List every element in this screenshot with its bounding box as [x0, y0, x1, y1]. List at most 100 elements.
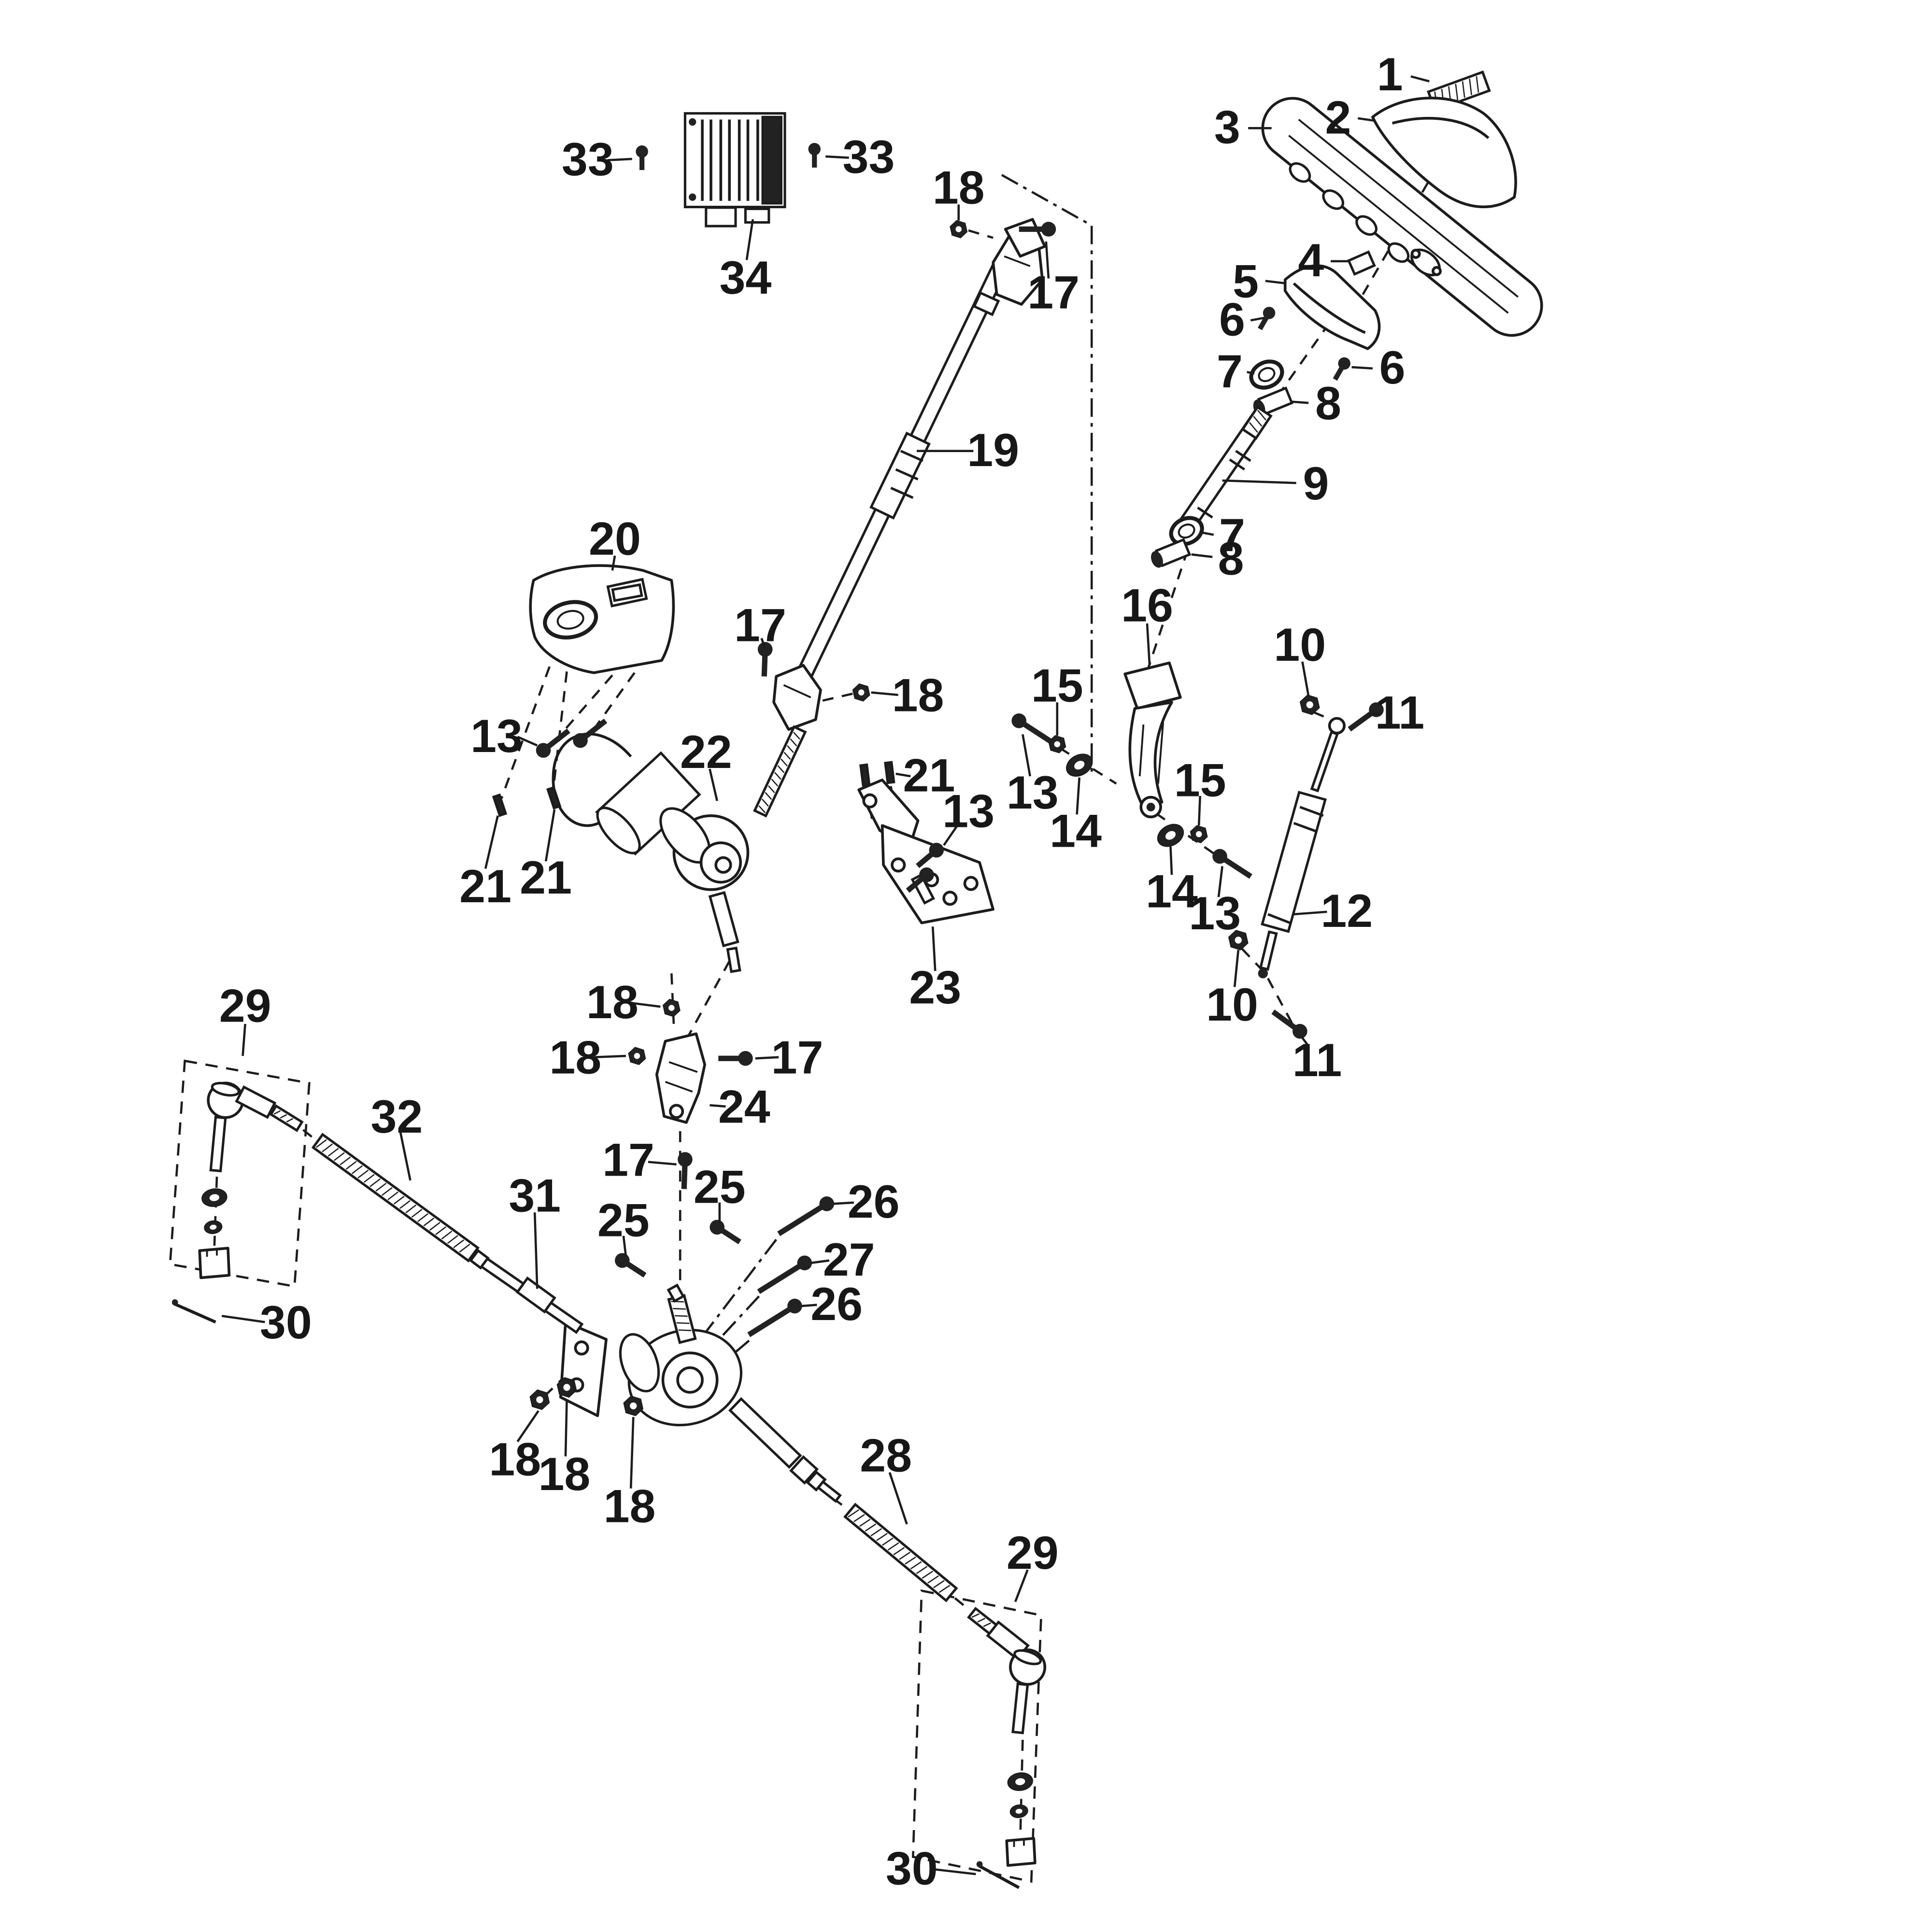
upper-ujoint-line	[1004, 255, 1031, 267]
ecu-screw-left	[636, 145, 648, 170]
tie-rod-right	[843, 1503, 958, 1603]
callout-1: 1	[1377, 48, 1430, 100]
fork-washer-right	[1157, 824, 1184, 847]
tierod-left-washer-1	[201, 1188, 227, 1207]
callout-label: 29	[1007, 1526, 1059, 1579]
callout-label: 29	[219, 980, 271, 1032]
cover-screw-a	[1257, 307, 1276, 330]
cover-bolt-1	[536, 728, 570, 758]
callout-label: 10	[1206, 978, 1258, 1031]
eps-housing-hub	[714, 856, 732, 874]
axis-lower-joint-nut-dashed	[820, 692, 853, 702]
callout-label: 26	[810, 1278, 863, 1330]
callout-label: 14	[1050, 804, 1102, 857]
callout-11: 11	[1367, 686, 1424, 739]
callout-2: 2	[1325, 91, 1376, 143]
callout-17: 17	[734, 598, 786, 651]
callout-10: 10	[1274, 618, 1326, 696]
callout-label: 32	[371, 1090, 423, 1143]
callout-label: 4	[1298, 234, 1324, 286]
callout-26: 26	[833, 1175, 900, 1228]
callout-label: 19	[967, 424, 1019, 476]
ecu-tab-2	[744, 207, 770, 224]
fork-bolt-left	[1011, 713, 1051, 743]
bracket-stud-2	[884, 761, 895, 784]
callout-12: 12	[1293, 884, 1373, 937]
callout-10: 10	[1206, 950, 1258, 1031]
callout-6: 6	[1351, 341, 1406, 394]
fork-bolt-right	[1212, 849, 1252, 879]
bracket-hole-1	[891, 857, 906, 873]
leader-line	[1250, 316, 1264, 322]
eps-output-shaft	[708, 891, 739, 948]
callout-3: 3	[1214, 101, 1272, 154]
callout-label: 23	[909, 961, 961, 1013]
leader-line	[710, 1104, 726, 1108]
joint24-nut-top	[662, 998, 681, 1017]
leader-line	[1247, 371, 1255, 375]
tierod-right-castle-nut	[1005, 1837, 1037, 1867]
leader-line	[242, 1023, 246, 1056]
column-cover-slot-inner	[611, 583, 643, 602]
tierod-right-washer-2	[1009, 1804, 1028, 1818]
leader-line	[1014, 1569, 1029, 1603]
sleeve-rib-1	[900, 450, 923, 462]
tierod-right-washer-1	[1007, 1772, 1033, 1791]
leader-line	[1217, 866, 1223, 897]
column-seal-lower	[1169, 516, 1204, 546]
cover-screw-line-3	[552, 674, 613, 744]
callout-label: 21	[520, 851, 572, 904]
column-cover-hole	[543, 600, 598, 639]
joint24-bolt-right	[718, 1051, 753, 1066]
callout-13: 13	[470, 710, 538, 762]
upper-joint-bolt	[1019, 222, 1056, 237]
intermediate-shaft-sleeve	[869, 431, 931, 520]
wheel-grip-hole-2	[1322, 189, 1345, 210]
leader-line	[833, 1201, 854, 1205]
cover-screw-line-2	[552, 671, 568, 790]
leader-line	[1293, 910, 1327, 916]
cover-stud-2	[546, 786, 562, 810]
leader-line	[932, 1868, 976, 1875]
callout-14: 14	[1146, 846, 1198, 917]
fork-nut-left	[1048, 735, 1066, 753]
cotter-pin-left	[173, 1302, 216, 1324]
bracket-hole-4	[963, 876, 979, 891]
callout-label: 26	[848, 1175, 900, 1228]
leader-line	[943, 821, 961, 846]
damper-bottom-bolt	[1271, 1009, 1307, 1039]
callout-label: 7	[1219, 509, 1245, 561]
leader-line	[810, 1259, 830, 1264]
leader-line	[1367, 712, 1380, 716]
axis-damper-bolt-dashed	[1266, 978, 1295, 1027]
callout-label: 3	[1214, 101, 1240, 154]
damper-ring-2	[1293, 822, 1318, 833]
column-bushing-lower-end	[1151, 551, 1163, 568]
gearbox-nut-1	[529, 1389, 550, 1410]
leader-line	[544, 809, 556, 862]
leader-line	[1233, 950, 1240, 987]
fork-bracket-body	[1128, 701, 1173, 811]
callout-32: 32	[371, 1090, 423, 1181]
leader-line	[517, 736, 538, 747]
callout-label: 17	[771, 1031, 824, 1084]
output-rod	[816, 1480, 842, 1503]
cover-screw-b	[1333, 357, 1350, 381]
ecu-dark-band	[761, 115, 782, 205]
inner-rod-left-nub	[469, 1249, 490, 1270]
callout-label: 11	[1375, 686, 1424, 739]
callout-label: 18	[549, 1031, 601, 1084]
leader-line	[1197, 796, 1201, 826]
callout-34: 34	[719, 219, 771, 304]
callout-33: 33	[562, 133, 632, 185]
damper-body	[1261, 791, 1327, 933]
shaft-collar-top	[972, 291, 1000, 316]
leader-line	[871, 691, 898, 696]
callout-label: 13	[1007, 766, 1059, 819]
callout-label: 30	[886, 1842, 938, 1894]
callout-15: 15	[1031, 659, 1083, 736]
callout-18: 18	[871, 669, 944, 722]
leader-line	[709, 768, 718, 801]
